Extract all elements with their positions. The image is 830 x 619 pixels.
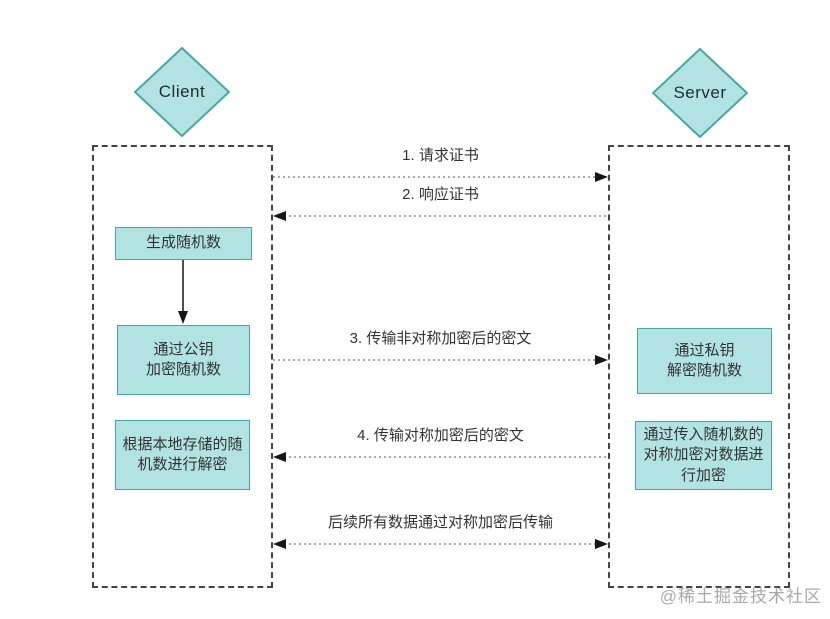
- arrow-right-icon: [273, 355, 608, 365]
- server-lifeline: [608, 145, 790, 588]
- arrow-right-icon: [273, 172, 608, 182]
- step-decrypt-with-local-random: 根据本地存储的随机数进行解密: [115, 420, 250, 490]
- client-actor-label: Client: [158, 82, 206, 101]
- arrow-down-icon: [178, 260, 188, 324]
- server-actor-label: Server: [673, 83, 727, 102]
- server-actor-node: Server: [652, 48, 748, 138]
- message-symmetric-ciphertext: 4. 传输对称加密后的密文: [273, 426, 608, 464]
- arrow-both-icon: [273, 539, 608, 549]
- message-subsequent-data: 后续所有数据通过对称加密后传输: [273, 513, 608, 551]
- diamond-shape-icon: [134, 47, 230, 137]
- message-label: 后续所有数据通过对称加密后传输: [327, 514, 553, 531]
- message-request-certificate: 1. 请求证书: [273, 146, 608, 184]
- message-respond-certificate: 2. 响应证书: [273, 185, 608, 223]
- diamond-shape-icon: [652, 48, 748, 138]
- client-lifeline: [92, 145, 273, 588]
- step-generate-random: 生成随机数: [115, 227, 252, 260]
- arrow-left-icon: [273, 452, 608, 462]
- step-symmetric-encrypt-data: 通过传入随机数的对称加密对数据进行加密: [635, 421, 772, 490]
- message-label: 4. 传输对称加密后的密文: [357, 427, 524, 444]
- step-encrypt-with-public-key: 通过公钥 加密随机数: [117, 325, 250, 395]
- client-actor-node: Client: [134, 47, 230, 137]
- arrow-left-icon: [273, 211, 608, 221]
- message-label: 1. 请求证书: [402, 147, 479, 164]
- message-label: 2. 响应证书: [402, 186, 479, 203]
- step-decrypt-with-private-key: 通过私钥 解密随机数: [637, 328, 772, 394]
- message-asymmetric-ciphertext: 3. 传输非对称加密后的密文: [273, 329, 608, 367]
- watermark-text: @稀土掘金技术社区: [659, 587, 822, 606]
- message-label: 3. 传输非对称加密后的密文: [349, 330, 532, 347]
